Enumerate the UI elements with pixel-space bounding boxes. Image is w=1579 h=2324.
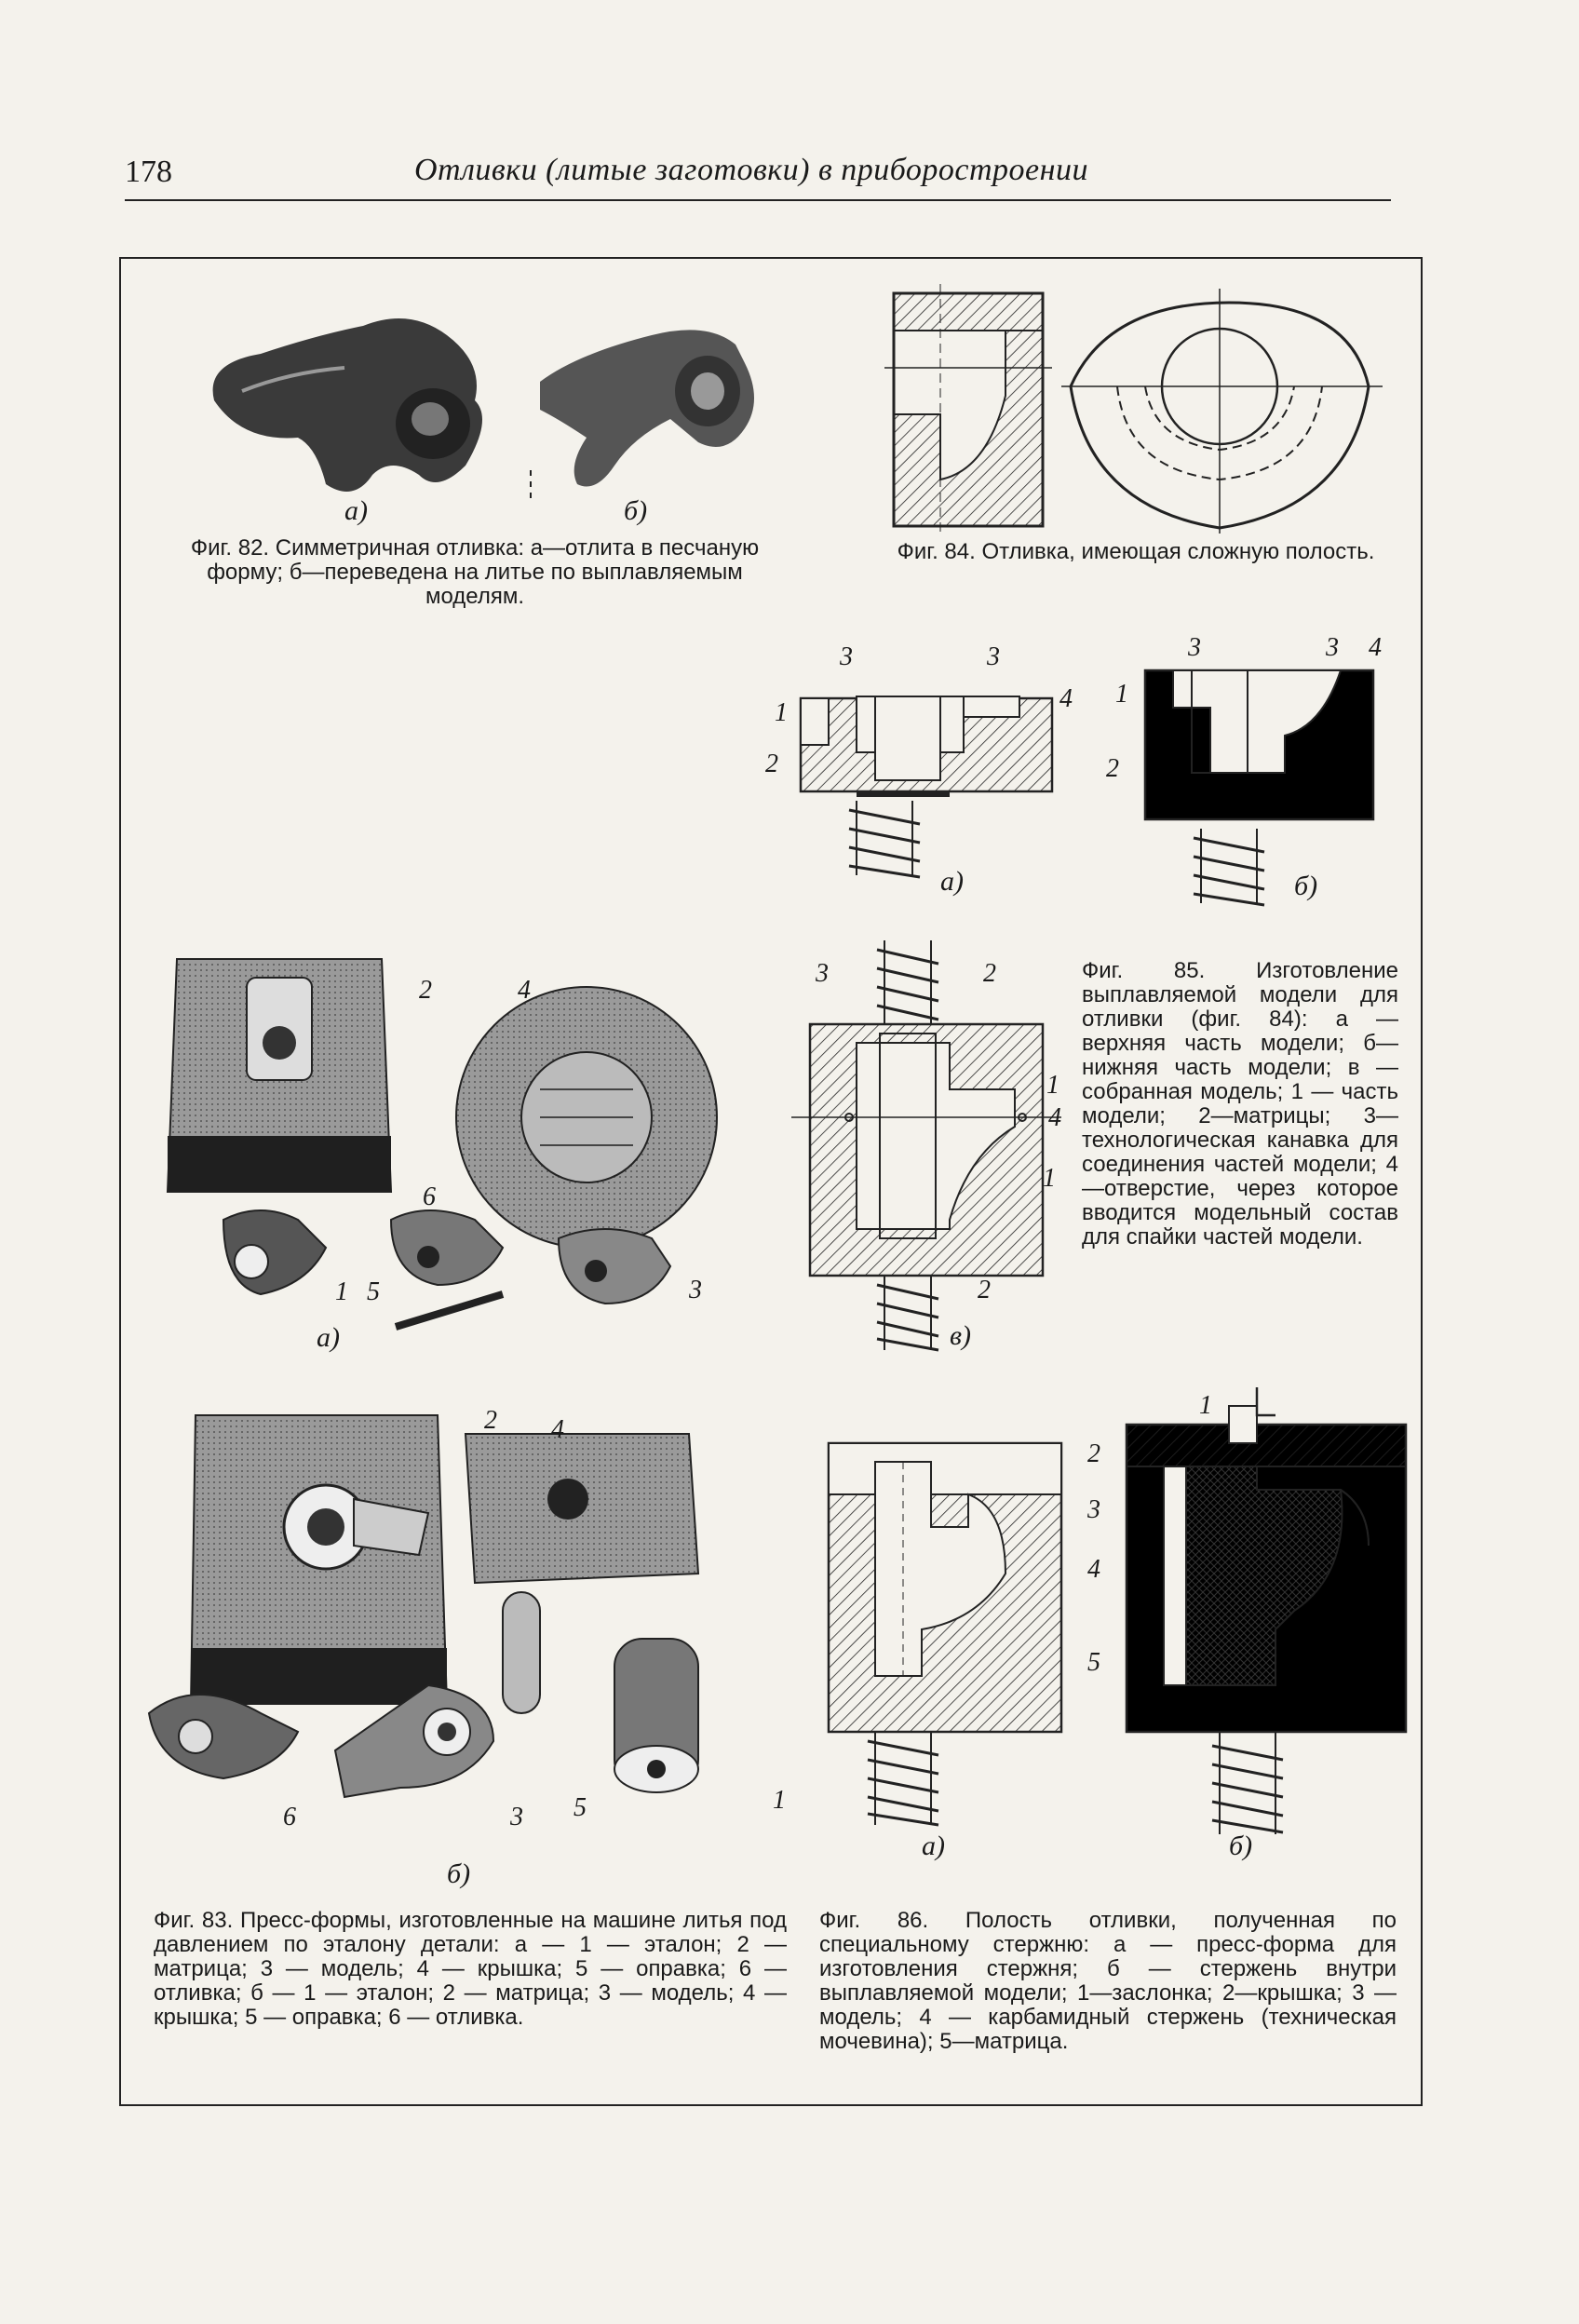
fig85v-num-2a: 2	[983, 959, 996, 988]
fig82-label-b: б)	[624, 495, 648, 526]
fig82-illustration	[212, 318, 754, 503]
fig86-num-1: 1	[1199, 1391, 1212, 1420]
fig85-label-v: в)	[950, 1320, 972, 1351]
fig85a-num-3b: 3	[987, 642, 1000, 671]
fig85-ab-illustration	[799, 669, 1375, 907]
fig83a-illustration	[166, 958, 718, 1331]
fig86-illustration	[827, 1387, 1408, 1834]
fig85-label-b: б)	[1294, 871, 1318, 901]
fig85-ab-drawings	[763, 633, 1415, 931]
fig86-num-3: 3	[1087, 1495, 1100, 1524]
fig85v-illustration	[791, 940, 1061, 1352]
fig86-num-5: 5	[1087, 1648, 1100, 1677]
fig83b-num-3: 3	[510, 1803, 523, 1831]
fig85b-num-3b: 3	[1326, 633, 1339, 662]
fig85v-num-4: 4	[1048, 1103, 1061, 1132]
fig85a-num-1: 1	[775, 698, 788, 727]
figure-frame	[119, 257, 1423, 2106]
fig83b-num-4: 4	[551, 1415, 564, 1444]
fig82-label-a: а)	[344, 495, 368, 526]
fig86-num-2: 2	[1087, 1439, 1100, 1468]
fig84-illustration	[884, 284, 1383, 535]
fig85v-num-1a: 1	[1046, 1071, 1059, 1100]
fig82-photos	[186, 279, 782, 512]
fig85a-num-2: 2	[765, 750, 778, 778]
fig83-caption: Фиг. 83. Пресс-формы, изготовленные на м…	[154, 1908, 787, 2030]
fig85b-num-4: 4	[1369, 633, 1382, 662]
header-rule	[125, 199, 1391, 201]
fig83b-num-6: 6	[283, 1803, 296, 1831]
fig83a-num-3: 3	[689, 1276, 702, 1304]
fig83a-photo	[149, 940, 745, 1359]
fig85a-num-3a: 3	[840, 642, 853, 671]
fig85b-num-1: 1	[1115, 680, 1128, 709]
fig85v-num-1b: 1	[1043, 1164, 1056, 1193]
fig85v-num-2b: 2	[978, 1276, 991, 1304]
fig86-label-a: а)	[922, 1831, 945, 1861]
fig85v-drawing	[791, 940, 1071, 1352]
fig83a-num-5: 5	[367, 1277, 380, 1306]
fig83b-num-1: 1	[773, 1786, 786, 1815]
fig83b-num-2: 2	[484, 1406, 497, 1435]
fig85b-num-3a: 3	[1188, 633, 1201, 662]
fig86-drawing	[819, 1387, 1415, 1853]
fig83a-num-2: 2	[419, 976, 432, 1005]
fig83b-photo	[140, 1397, 791, 1853]
fig85-caption: Фиг. 85. Изготовление выплавляемой модел…	[1082, 958, 1398, 1250]
fig83a-num-1: 1	[335, 1277, 348, 1306]
fig86-num-4: 4	[1087, 1555, 1100, 1584]
fig83-label-a: а)	[317, 1322, 340, 1353]
fig83a-num-4: 4	[518, 976, 531, 1005]
running-title: Отливки (литые заготовки) в приборострое…	[414, 153, 1088, 187]
fig83a-num-6: 6	[423, 1182, 436, 1211]
fig83b-illustration	[147, 1414, 700, 1799]
page-number: 178	[125, 155, 172, 189]
fig82-caption: Фиг. 82. Симметричная отливка: а—отлита …	[190, 535, 760, 609]
fig85a-num-4: 4	[1059, 684, 1073, 713]
fig86-label-b: б)	[1229, 1831, 1253, 1861]
fig85b-num-2: 2	[1106, 754, 1119, 783]
fig86-caption: Фиг. 86. Полость отливки, полученная по …	[819, 1908, 1397, 2054]
fig83b-num-5: 5	[574, 1793, 587, 1822]
fig84-drawing	[884, 284, 1387, 535]
fig84-caption: Фиг. 84. Отливка, имеющая сложную полост…	[897, 539, 1375, 564]
fig85-label-a: а)	[940, 866, 964, 897]
fig83-label-b: б)	[447, 1858, 471, 1889]
fig85v-num-3: 3	[816, 959, 829, 988]
